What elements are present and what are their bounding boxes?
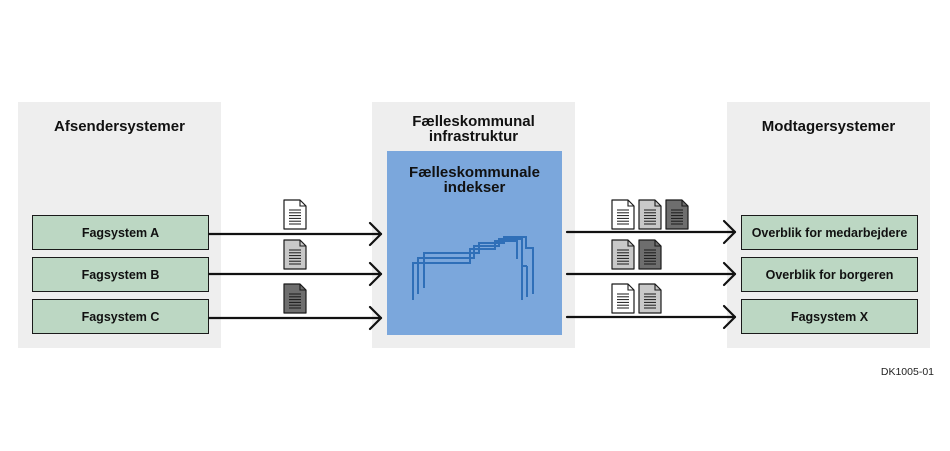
index-box: Fælleskommunale indekser (387, 151, 562, 335)
arrows-incoming (207, 221, 383, 331)
index-box-title-line1: Fælleskommunale (409, 164, 540, 181)
document-icon (611, 239, 635, 270)
receiver-system-citizen: Overblik for borgeren (741, 257, 918, 292)
document-icon (283, 283, 307, 314)
arrow-outgoing-x (565, 304, 737, 330)
diagram-code-label: DK1005-01 (880, 366, 934, 378)
receiver-system-employees: Overblik for medarbejdere (741, 215, 918, 250)
document-icon (283, 239, 307, 270)
document-icon (638, 239, 662, 270)
arrows-outgoing (565, 219, 737, 330)
arrow-incoming-c (207, 305, 383, 331)
document-icon (638, 283, 662, 314)
document-icon (638, 199, 662, 230)
infrastructure-title-line2: infrastruktur (428, 128, 519, 145)
receiver-system-x: Fagsystem X (741, 299, 918, 334)
arrow-outgoing-citizen (565, 261, 737, 287)
document-icon (611, 199, 635, 230)
index-box-title-line2: indekser (443, 179, 506, 196)
document-icon (665, 199, 689, 230)
sender-panel-title: Afsendersystemer (54, 118, 185, 135)
arrow-outgoing-employees (565, 219, 737, 245)
arrow-incoming-a (207, 221, 383, 247)
arrow-incoming-b (207, 261, 383, 287)
infrastructure-title-line1: Fælleskommunal (412, 113, 535, 130)
sender-system-c: Fagsystem C (32, 299, 209, 334)
receiver-panel-title: Modtagersystemer (761, 118, 896, 135)
document-icon (611, 283, 635, 314)
sender-system-a: Fagsystem A (32, 215, 209, 250)
sender-system-b: Fagsystem B (32, 257, 209, 292)
document-icon (283, 199, 307, 230)
